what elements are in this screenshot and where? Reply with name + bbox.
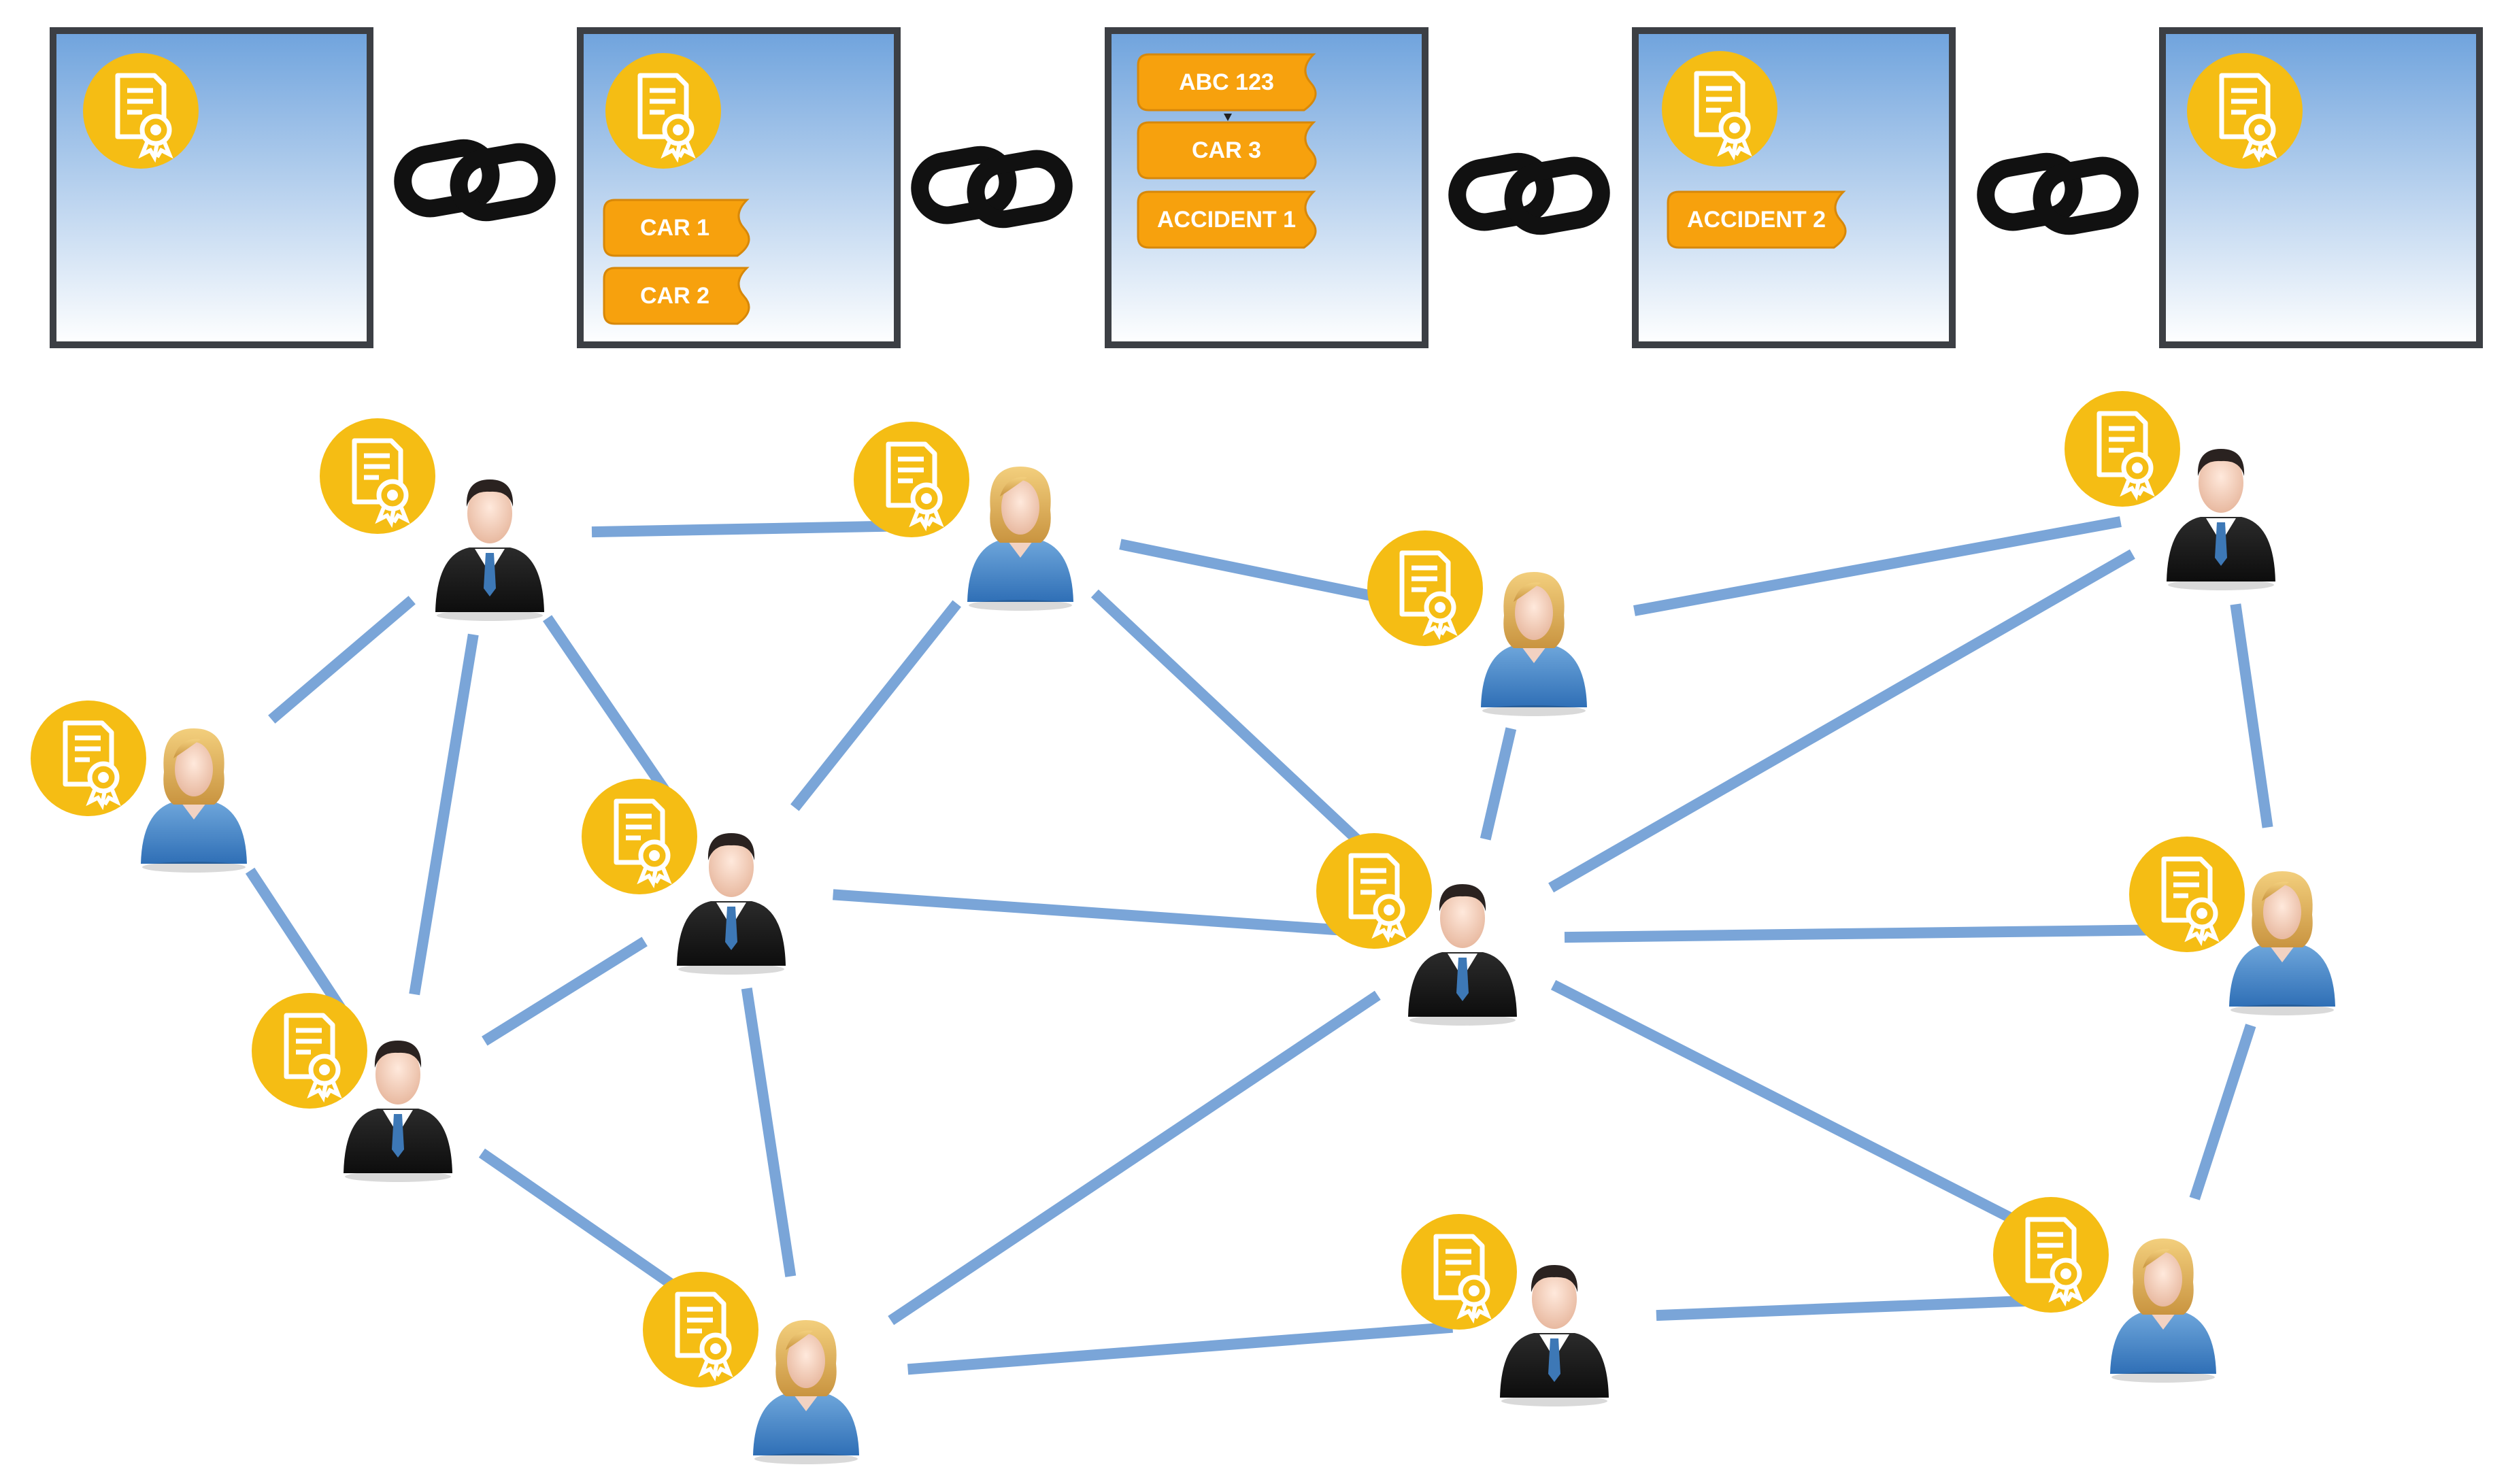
- certificate-icon: [1662, 51, 1777, 167]
- woman-avatar-icon: [141, 728, 247, 873]
- certificate-icon: [2065, 391, 2180, 507]
- record-tag: ABC 123: [1137, 53, 1317, 112]
- network-node-man: [2065, 391, 2275, 590]
- network-node-man: [582, 779, 786, 975]
- block-3: ABC 123 CAR 3 ACCIDENT 1: [1105, 27, 1429, 348]
- certificate-icon: [83, 53, 199, 169]
- record-label: CAR 2: [640, 283, 709, 309]
- network-edge: [2189, 1024, 2256, 1200]
- network-node-man: [320, 418, 544, 621]
- certificate-icon: [582, 779, 697, 894]
- woman-avatar-icon: [753, 1320, 859, 1464]
- woman-avatar-icon: [2229, 871, 2335, 1015]
- certificate-icon: [1367, 530, 1483, 646]
- network-node-woman: [854, 422, 1073, 611]
- block-5: [2159, 27, 2483, 348]
- network-edge: [2230, 603, 2273, 828]
- certificate-icon: [1401, 1214, 1517, 1330]
- record-label: CAR 3: [1192, 137, 1261, 163]
- man-avatar-icon: [1500, 1265, 1609, 1406]
- man-avatar-icon: [2167, 449, 2275, 590]
- certificate-icon: [1993, 1197, 2109, 1313]
- network-edge: [907, 1321, 1454, 1375]
- certificate-icon: [2187, 53, 2303, 169]
- record-label: ACCIDENT 2: [1687, 207, 1826, 233]
- network-node-man: [1316, 833, 1517, 1026]
- man-avatar-icon: [435, 479, 544, 621]
- certificate-icon: [854, 422, 969, 537]
- chain-row: CAR 1 CAR 2 ABC 123 CAR 3 ACCIDENT 1: [50, 27, 2483, 348]
- certificate-icon: [252, 993, 367, 1109]
- certificate-icon: [320, 418, 435, 534]
- network-edge: [1548, 549, 2135, 893]
- block-1: [50, 27, 373, 348]
- network-edge: [245, 867, 347, 1013]
- chain-link-icon: [916, 150, 1068, 223]
- network-edge: [833, 889, 1361, 937]
- network-node-woman: [643, 1272, 859, 1464]
- network-node-woman: [2129, 837, 2335, 1015]
- network-edge: [790, 600, 961, 811]
- network-edge: [482, 937, 648, 1046]
- network-edge: [409, 633, 479, 996]
- chain-link-icon: [1982, 157, 2134, 230]
- network-edge: [542, 615, 679, 807]
- woman-avatar-icon: [1481, 572, 1587, 716]
- chain-link-icon: [1453, 157, 1605, 230]
- network-edge: [888, 990, 1381, 1326]
- network-edges: [245, 516, 2273, 1375]
- network-node-woman: [1993, 1197, 2216, 1383]
- record-tag: CAR 1: [603, 199, 750, 257]
- pointer-icon: [1224, 114, 1232, 121]
- network-node-woman: [1367, 530, 1587, 716]
- chain-link-icon: [399, 144, 551, 216]
- certificate-icon: [31, 701, 146, 816]
- woman-avatar-icon: [2110, 1238, 2216, 1383]
- network-edge: [741, 988, 797, 1277]
- network-node-man: [252, 993, 452, 1182]
- certificate-icon: [2129, 837, 2245, 952]
- record-label: CAR 1: [640, 215, 709, 241]
- certificate-icon: [605, 53, 721, 169]
- record-tag: ACCIDENT 2: [1667, 190, 1847, 249]
- network-edge: [591, 520, 919, 538]
- network-node-man: [1401, 1214, 1609, 1406]
- record-tag: ACCIDENT 1: [1137, 190, 1317, 249]
- network-edge: [1480, 727, 1517, 841]
- network-edge: [1550, 979, 2075, 1255]
- network-node-woman: [31, 701, 247, 873]
- network-edge: [1090, 589, 1392, 873]
- record-tag: CAR 3: [1137, 121, 1317, 180]
- block-4: ACCIDENT 2: [1632, 27, 1956, 348]
- record-tag: CAR 2: [603, 267, 750, 325]
- network-edge: [1633, 516, 2122, 616]
- network-edge: [1656, 1294, 2062, 1321]
- network-edge: [268, 596, 416, 724]
- network-edge: [1564, 924, 2181, 943]
- certificate-icon: [643, 1272, 758, 1387]
- block-2: CAR 1 CAR 2: [577, 27, 901, 348]
- record-label: ABC 123: [1179, 69, 1274, 95]
- woman-avatar-icon: [967, 467, 1073, 611]
- record-label: ACCIDENT 1: [1157, 207, 1296, 233]
- certificate-icon: [1316, 833, 1432, 949]
